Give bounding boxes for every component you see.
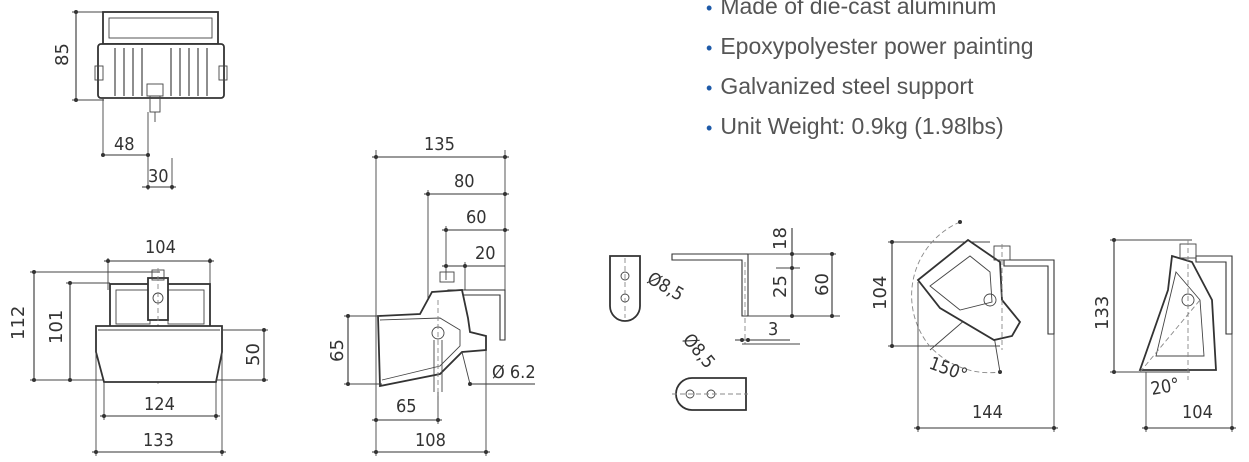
dim-side-bolt: Ø 6.2 xyxy=(492,362,536,383)
dim-tilt2-angle: 20° xyxy=(1149,374,1181,400)
dim-hole-b: Ø8,5 xyxy=(678,330,719,373)
feature-text: Unit Weight: 0.9kg (1.98lbs) xyxy=(720,113,1004,139)
dim-top-height: 85 xyxy=(52,43,73,66)
feature-text: Made of die-cast aluminum xyxy=(720,0,997,19)
dim-side-60: 60 xyxy=(466,207,487,228)
dim-top-30: 30 xyxy=(148,166,169,187)
dim-side-135: 135 xyxy=(424,134,455,155)
feature-item: • Galvanized steel support xyxy=(706,66,1034,106)
dim-side-108: 108 xyxy=(415,430,446,451)
dim-front-101: 101 xyxy=(46,310,67,344)
feature-item: • Epoxypolyester power painting xyxy=(706,26,1034,66)
bullet-icon: • xyxy=(706,78,713,98)
dim-top-48: 48 xyxy=(114,134,135,155)
dim-front-104: 104 xyxy=(145,237,176,258)
dim-front-50: 50 xyxy=(243,343,264,366)
dim-front-133: 133 xyxy=(143,430,174,451)
bullet-icon: • xyxy=(706,38,713,58)
dim-front-112: 112 xyxy=(8,306,29,340)
dim-side-65h: 65 xyxy=(396,396,417,417)
dim-hole-a: Ø8,5 xyxy=(644,268,688,305)
dim-bracket-18: 18 xyxy=(770,227,791,250)
dim-bracket-60: 60 xyxy=(812,273,833,296)
dim-bracket-25: 25 xyxy=(770,275,791,298)
bullet-icon: • xyxy=(706,118,713,138)
feature-item: • Unit Weight: 0.9kg (1.98lbs) xyxy=(706,106,1034,146)
feature-list: • Made of die-cast aluminum • Epoxypolyest… xyxy=(706,0,1034,146)
dim-tilt2-104: 104 xyxy=(1182,402,1213,423)
feature-text: Galvanized steel support xyxy=(720,73,974,99)
bracket-view: Ø8,5 18 25 60 3 Ø8,5 xyxy=(609,227,840,411)
front-view: 112 101 104 50 124 xyxy=(8,237,268,456)
dim-front-124: 124 xyxy=(144,394,175,415)
dim-tilt2-133: 133 xyxy=(1092,296,1113,330)
top-view: 85 48 30 xyxy=(52,10,228,190)
dim-tilt-angle: 150° xyxy=(926,353,970,386)
dim-tilt-144: 144 xyxy=(972,402,1003,423)
dim-side-65v: 65 xyxy=(327,339,348,362)
dim-side-80: 80 xyxy=(454,171,475,192)
dim-side-20: 20 xyxy=(475,243,496,264)
feature-item: • Made of die-cast aluminum xyxy=(706,0,1034,26)
bullet-icon: • xyxy=(706,0,713,18)
dim-bracket-3: 3 xyxy=(768,319,778,340)
dim-tilt-104: 104 xyxy=(870,276,891,310)
side-view: 135 80 60 20 65 Ø 6.2 xyxy=(327,134,536,456)
tilt-view-2: 133 20° 104 xyxy=(1092,238,1236,432)
feature-text: Epoxypolyester power painting xyxy=(720,33,1034,59)
tilt-view: 104 150° 144 xyxy=(870,220,1058,432)
